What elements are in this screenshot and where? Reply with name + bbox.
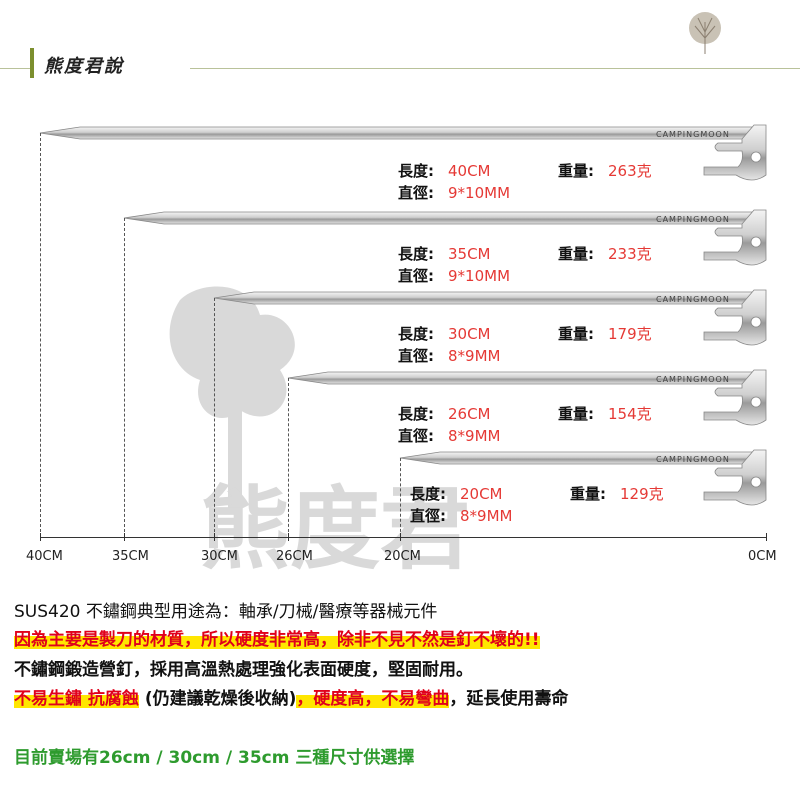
stake-brand-text: CAMPINGMOON [656,375,730,384]
spec-row-diameter: 直徑: 8*9MM [398,345,500,366]
diameter-label: 直徑: [398,347,434,365]
diameter-value: 9*10MM [448,267,511,285]
dashed-guide [288,378,289,537]
length-value: 35CM [448,245,491,263]
axis-label: 26CM [276,549,313,564]
stake-brand-text: CAMPINGMOON [656,215,730,224]
spec-row-length-weight: 長度: 35CM 重量: 233克 [398,243,652,264]
diameter-value: 8*9MM [460,507,513,525]
desc-line-2-wrap: 因為主要是製刀的材質，所以硬度非常高，除非不見不然是釘不壞的!! [14,625,540,650]
tent-stake: CAMPINGMOON [39,124,767,181]
axis-label: 30CM [201,549,238,564]
axis-tick [40,533,41,541]
weight-label: 重量: [558,162,594,180]
dashed-guide [214,298,215,537]
spec-row-length-weight: 長度: 30CM 重量: 179克 [398,323,652,344]
axis-label: 0CM [748,549,777,564]
weight-value: 129克 [620,485,664,503]
stakes-illustration: CAMPINGMOON CAMPINGMOON CAMPINGMOON CAMPING… [39,124,767,506]
diameter-label: 直徑: [398,184,434,202]
weight-label: 重量: [570,485,606,503]
tree-logo-icon [689,12,721,54]
length-label: 長度: [398,245,434,263]
diameter-label: 直徑: [410,507,446,525]
header-divider [0,68,800,69]
axis-label: 20CM [384,549,421,564]
axis-tick [214,533,215,541]
desc-line-1: SUS420 不鏽鋼典型用途為：軸承/刀械/醫療等器械元件 [14,602,438,622]
weight-label: 重量: [558,245,594,263]
dashed-guide [400,458,401,537]
length-value: 20CM [460,485,503,503]
desc-line-4-c: ，硬度高，不易彎曲 [296,689,450,709]
desc-line-3: 不鏽鋼鍛造營釘，採用高溫熱處理強化表面硬度，堅固耐用。 [14,660,473,680]
tent-stake: CAMPINGMOON [399,449,767,506]
spec-row-diameter: 直徑: 9*10MM [398,182,510,203]
diameter-value: 9*10MM [448,184,511,202]
length-label: 長度: [398,325,434,343]
spec-row-diameter: 直徑: 8*9MM [398,425,500,446]
dashed-guide [124,218,125,537]
axis-line [40,537,766,538]
watermark-logo: 熊度君 [169,286,470,580]
length-value: 40CM [448,162,491,180]
desc-line-4-b: (仍建議乾燥後收納) [144,689,297,709]
stake-brand-text: CAMPINGMOON [656,455,730,464]
axis-tick [400,533,401,541]
spec-row-length-weight: 長度: 20CM 重量: 129克 [410,483,664,504]
spec-row-diameter: 直徑: 8*9MM [410,505,512,526]
stake-brand-text: CAMPINGMOON [656,295,730,304]
spec-row-diameter: 直徑: 9*10MM [398,265,510,286]
header-tab [30,42,190,80]
length-label: 長度: [410,485,446,503]
diameter-label: 直徑: [398,427,434,445]
page-title: 熊度君說 [44,56,124,77]
axis-tick [124,533,125,541]
weight-value: 233克 [608,245,652,263]
watermark-text: 熊度君 [200,476,470,580]
tent-stake: CAMPINGMOON [123,209,767,266]
diameter-value: 8*9MM [448,347,501,365]
axis-tick [766,533,767,541]
length-value: 30CM [448,325,491,343]
dashed-guide [40,133,41,537]
length-label: 長度: [398,162,434,180]
spec-row-length-weight: 長度: 26CM 重量: 154克 [398,403,652,424]
desc-line-2: 因為主要是製刀的材質，所以硬度非常高，除非不見不然是釘不壞的!! [14,630,540,650]
length-label: 長度: [398,405,434,423]
weight-value: 263克 [608,162,652,180]
length-value: 26CM [448,405,491,423]
tent-stake: CAMPINGMOON [213,289,767,346]
axis-label: 35CM [112,549,149,564]
axis-tick [288,533,289,541]
desc-line-4-a: 不易生鏽 抗腐蝕 [14,689,139,709]
diameter-label: 直徑: [398,267,434,285]
tent-stake: CAMPINGMOON [287,369,767,426]
weight-value: 179克 [608,325,652,343]
desc-line-4-d: ，延長使用壽命 [449,689,569,709]
weight-value: 154克 [608,405,652,423]
desc-line-4: 不易生鏽 抗腐蝕 (仍建議乾燥後收納)，硬度高，不易彎曲，延長使用壽命 [14,684,568,709]
spec-row-length-weight: 長度: 40CM 重量: 263克 [398,160,652,181]
stake-brand-text: CAMPINGMOON [656,130,730,139]
axis-label: 40CM [26,549,63,564]
weight-label: 重量: [558,325,594,343]
weight-label: 重量: [558,405,594,423]
desc-line-5: 目前賣場有26cm / 30cm / 35cm 三種尺寸供選擇 [14,748,415,768]
diameter-value: 8*9MM [448,427,501,445]
